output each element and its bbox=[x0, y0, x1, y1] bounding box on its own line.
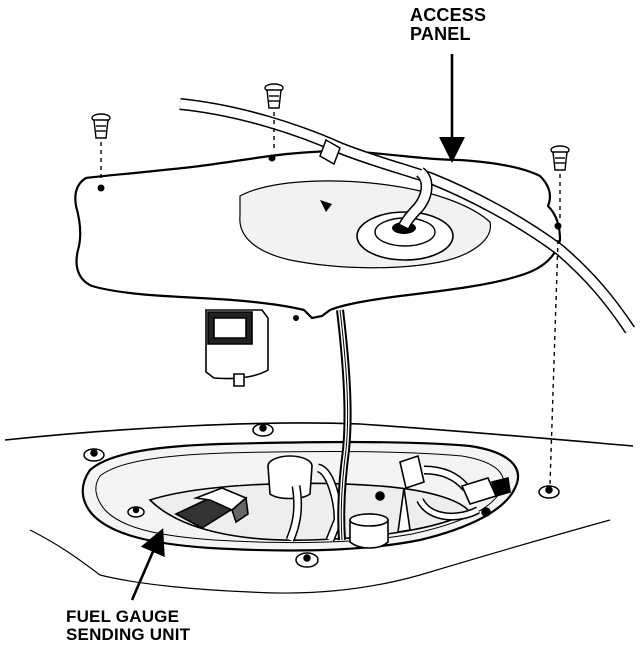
access-panel bbox=[74, 150, 562, 321]
access-panel-label-line1: ACCESS bbox=[410, 5, 487, 25]
fuel-gauge-label-line2: SENDING UNIT bbox=[66, 624, 191, 644]
fuel-gauge-sending-unit-label: FUEL GAUGE SENDING UNIT bbox=[66, 608, 190, 644]
wire-harness bbox=[336, 309, 352, 541]
floor-bolts bbox=[83, 423, 560, 568]
access-panel-label: ACCESS PANEL bbox=[410, 6, 486, 44]
fuel-gauge-sending-unit bbox=[148, 454, 511, 549]
fuel-gauge-arrow bbox=[130, 528, 165, 601]
floor-bolt-inner-left bbox=[127, 506, 145, 518]
access-panel-label-line2: PANEL bbox=[410, 23, 471, 44]
panel-screws bbox=[91, 83, 570, 485]
callout-arrows bbox=[130, 54, 465, 601]
floor-bolt-right bbox=[538, 485, 560, 499]
screw-middle bbox=[264, 83, 284, 152]
panel-connector bbox=[205, 309, 269, 387]
fuel-gauge-label-line1: FUEL GAUGE bbox=[66, 607, 180, 626]
screw-right bbox=[549, 145, 570, 485]
floor-bolt-bottom bbox=[295, 552, 319, 568]
screw-left bbox=[91, 113, 111, 182]
floor-bolt-left bbox=[83, 448, 105, 462]
panel-hose bbox=[179, 98, 635, 334]
floor-bolt-top bbox=[252, 423, 274, 437]
tank-floor bbox=[4, 422, 634, 594]
